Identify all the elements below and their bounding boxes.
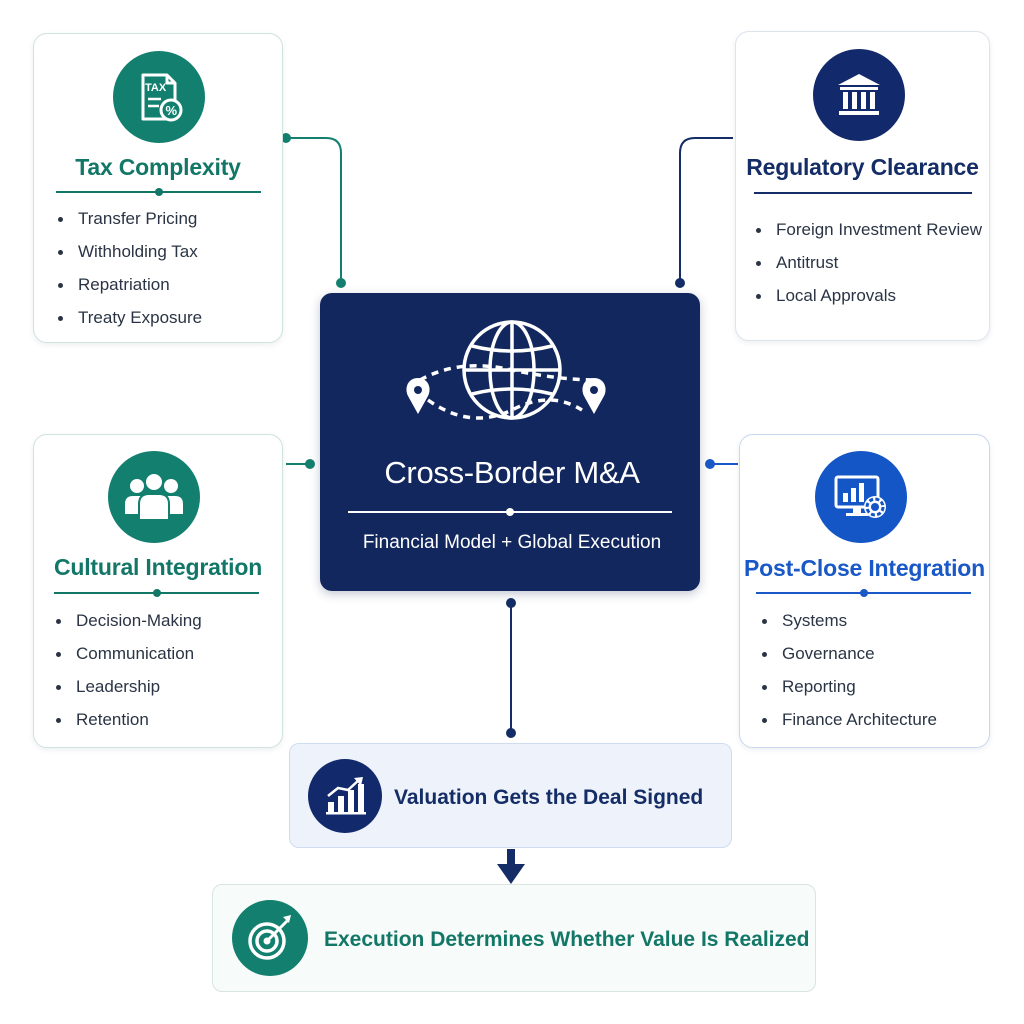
post-close-integration-card: Post-Close Integration Systems Governanc… xyxy=(739,434,990,748)
card-title: Cultural Integration xyxy=(53,554,263,580)
valuation-text: Valuation Gets the Deal Signed xyxy=(394,786,704,809)
connector-dot xyxy=(506,598,516,608)
connector-tax xyxy=(286,137,342,283)
execution-text: Execution Determines Whether Value Is Re… xyxy=(324,928,810,951)
list-item: Retention xyxy=(54,707,202,740)
list-item: Governance xyxy=(760,641,937,674)
list-item: Leadership xyxy=(54,674,202,707)
down-arrow-icon xyxy=(497,849,525,884)
target-arrow-icon xyxy=(232,900,308,976)
connector-dot xyxy=(281,133,291,143)
list-item: Finance Architecture xyxy=(760,707,937,740)
regulatory-item-list: Foreign Investment Review Antitrust Loca… xyxy=(754,217,982,316)
cross-border-ma-panel xyxy=(320,293,700,591)
list-item: Treaty Exposure xyxy=(56,305,202,338)
center-subtitle: Financial Model + Global Execution xyxy=(362,532,662,553)
list-item: Repatriation xyxy=(56,272,202,305)
percent-badge: % xyxy=(166,103,178,118)
connector-dot xyxy=(506,728,516,738)
connector-dot xyxy=(705,459,715,469)
tax-document-icon: TAX % xyxy=(113,51,205,143)
center-title: Cross-Border M&A xyxy=(384,455,640,490)
list-item: Communication xyxy=(54,641,202,674)
tax-complexity-card: TAX % Tax Complexity Transfer Pricing Wi… xyxy=(33,33,283,343)
government-building-icon xyxy=(813,49,905,141)
divider xyxy=(54,589,259,597)
list-item: Systems xyxy=(760,608,937,641)
cultural-integration-card: Cultural Integration Decision-Making Com… xyxy=(33,434,283,748)
card-title: Regulatory Clearance xyxy=(746,154,979,180)
rising-bar-chart-icon xyxy=(308,759,382,833)
execution-banner: Execution Determines Whether Value Is Re… xyxy=(212,884,816,992)
tax-item-list: Transfer Pricing Withholding Tax Repatri… xyxy=(56,206,202,338)
people-group-icon xyxy=(108,451,200,543)
card-title: Tax Complexity xyxy=(75,154,241,180)
regulatory-clearance-card: Regulatory Clearance Foreign Investment … xyxy=(735,31,990,341)
divider xyxy=(754,192,972,194)
cultural-item-list: Decision-Making Communication Leadership… xyxy=(54,608,202,740)
connector-dot xyxy=(305,459,315,469)
valuation-banner: Valuation Gets the Deal Signed xyxy=(289,743,732,848)
list-item: Local Approvals xyxy=(754,283,982,316)
tax-icon-label: TAX xyxy=(145,82,167,94)
list-item: Foreign Investment Review xyxy=(754,217,982,250)
list-item: Decision-Making xyxy=(54,608,202,641)
postclose-item-list: Systems Governance Reporting Finance Arc… xyxy=(760,608,937,740)
card-title: Post-Close Integration xyxy=(744,555,985,581)
monitor-chart-gear-icon xyxy=(815,451,907,543)
list-item: Reporting xyxy=(760,674,937,707)
list-item: Antitrust xyxy=(754,250,982,283)
connector-regulatory xyxy=(679,137,733,283)
list-item: Transfer Pricing xyxy=(56,206,202,239)
globe-with-map-pins-icon xyxy=(406,320,606,420)
connector-dot xyxy=(336,278,346,288)
connector-dot xyxy=(675,278,685,288)
divider xyxy=(56,188,261,196)
list-item: Withholding Tax xyxy=(56,239,202,272)
divider xyxy=(756,589,971,597)
center-divider xyxy=(348,508,672,516)
